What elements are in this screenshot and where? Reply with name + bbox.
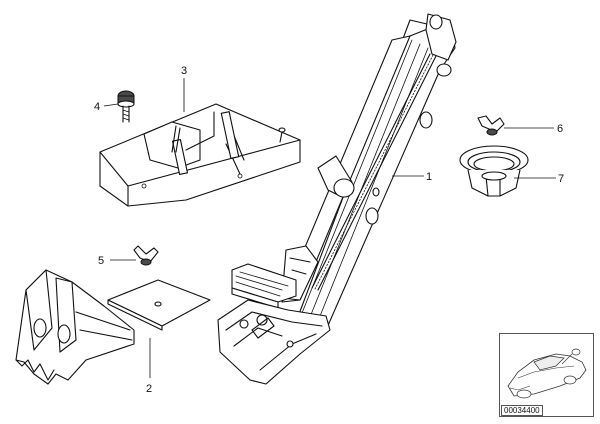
car-icon xyxy=(507,348,587,399)
callout-2: 2 xyxy=(146,383,152,395)
callout-4: 4 xyxy=(94,101,100,113)
wheel-chock[interactable] xyxy=(15,269,211,385)
diagram-number: 00034400 xyxy=(501,405,543,416)
jack-assembly[interactable] xyxy=(217,13,457,385)
callout-5: 5 xyxy=(98,255,104,267)
callout-1: 1 xyxy=(426,171,432,183)
wing-nut-5[interactable] xyxy=(133,245,159,266)
wing-nut-6[interactable] xyxy=(477,115,505,136)
callout-6: 6 xyxy=(557,123,563,135)
vehicle-thumbnail xyxy=(499,333,594,417)
callout-7: 7 xyxy=(558,173,564,185)
bracket-plate[interactable] xyxy=(99,103,301,207)
grommet[interactable] xyxy=(459,145,529,197)
leader-lines xyxy=(103,78,556,378)
callout-3: 3 xyxy=(181,65,187,77)
bolt[interactable] xyxy=(117,90,135,123)
